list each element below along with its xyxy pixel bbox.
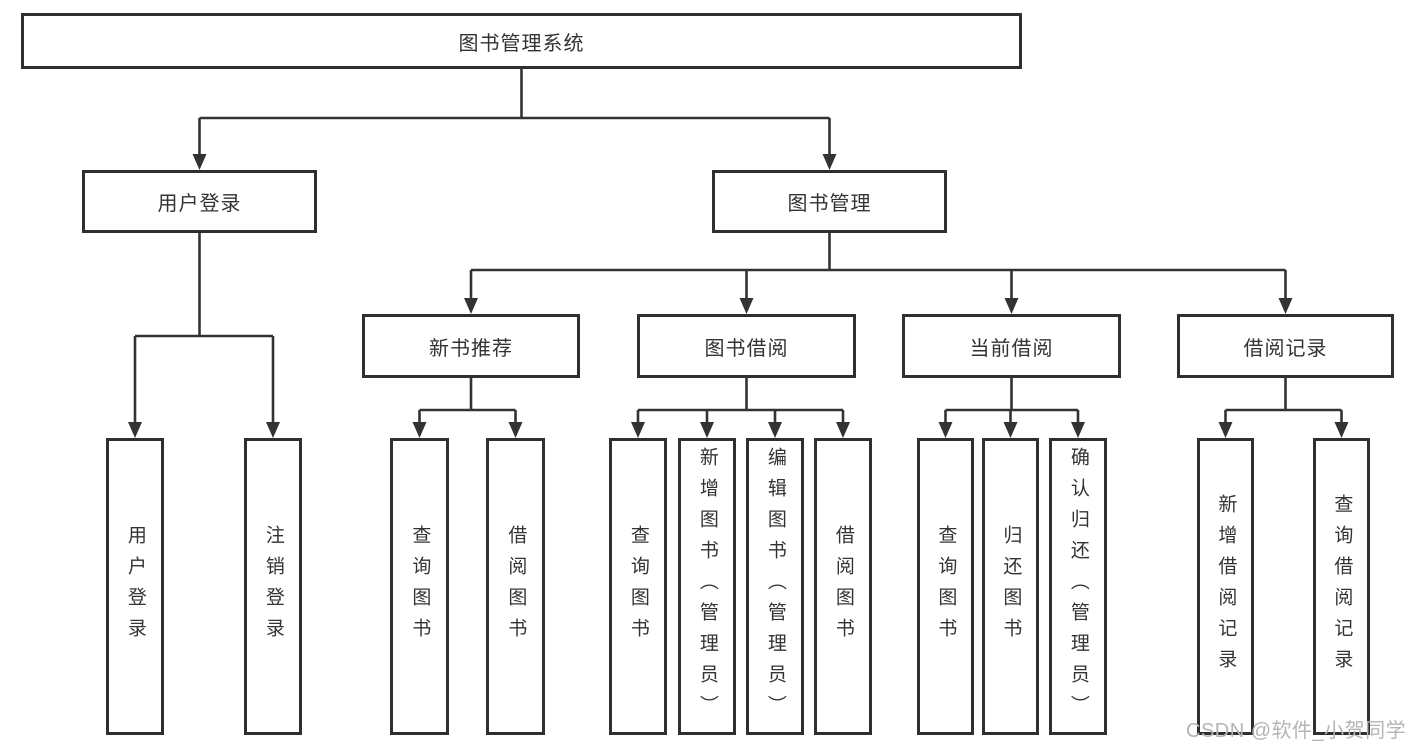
leaf-query-borrow-record-label: 查询借阅记录 bbox=[1331, 493, 1353, 680]
node-borrow-records-label: 借阅记录 bbox=[1243, 337, 1328, 360]
node-current-borrow: 当前借阅 bbox=[902, 314, 1121, 378]
node-book-borrow-label: 图书借阅 bbox=[704, 337, 789, 360]
csdn-watermark: CSDN @软件_小贺同学 bbox=[1186, 720, 1405, 742]
node-borrow-records: 借阅记录 bbox=[1177, 314, 1394, 378]
node-root-label: 图书管理系统 bbox=[458, 32, 585, 55]
node-current-borrow-label: 当前借阅 bbox=[969, 337, 1054, 360]
leaf-return-books-label: 归还图书 bbox=[1000, 524, 1022, 649]
leaf-confirm-return-admin: 确认归还（管理员） bbox=[1049, 438, 1107, 735]
node-book-management-label: 图书管理 bbox=[787, 193, 872, 215]
leaf-edit-books-admin-label: 编辑图书（管理员） bbox=[764, 447, 786, 726]
leaf-confirm-return-admin-label: 确认归还（管理员） bbox=[1067, 447, 1089, 726]
node-user-login: 用户登录 bbox=[82, 170, 317, 233]
leaf-query-books-recommend: 查询图书 bbox=[390, 438, 449, 735]
leaf-borrow-books-recommend-label: 借阅图书 bbox=[505, 524, 527, 649]
node-root: 图书管理系统 bbox=[21, 13, 1022, 69]
leaf-borrow-books-recommend: 借阅图书 bbox=[486, 438, 545, 735]
leaf-logout: 注销登录 bbox=[244, 438, 302, 735]
leaf-add-books-admin: 新增图书（管理员） bbox=[678, 438, 736, 735]
leaf-query-books-current: 查询图书 bbox=[917, 438, 974, 735]
node-new-book-recommend-label: 新书推荐 bbox=[429, 337, 513, 360]
leaf-user-login: 用户登录 bbox=[106, 438, 164, 735]
leaf-return-books: 归还图书 bbox=[982, 438, 1039, 735]
leaf-query-books-recommend-label: 查询图书 bbox=[409, 524, 431, 649]
leaf-borrow-books: 借阅图书 bbox=[814, 438, 872, 735]
leaf-query-books-borrow-label: 查询图书 bbox=[627, 524, 649, 649]
leaf-query-books-borrow: 查询图书 bbox=[609, 438, 667, 735]
leaf-query-borrow-record: 查询借阅记录 bbox=[1313, 438, 1370, 735]
leaf-add-borrow-record-label: 新增借阅记录 bbox=[1215, 493, 1237, 680]
node-book-borrow: 图书借阅 bbox=[637, 314, 856, 378]
leaf-add-borrow-record: 新增借阅记录 bbox=[1197, 438, 1254, 735]
leaf-query-books-current-label: 查询图书 bbox=[935, 524, 957, 649]
node-new-book-recommend: 新书推荐 bbox=[362, 314, 580, 378]
leaf-logout-label: 注销登录 bbox=[262, 524, 284, 649]
leaf-add-books-admin-label: 新增图书（管理员） bbox=[696, 447, 718, 726]
leaf-edit-books-admin: 编辑图书（管理员） bbox=[746, 438, 804, 735]
leaf-user-login-label: 用户登录 bbox=[124, 524, 146, 649]
leaf-borrow-books-label: 借阅图书 bbox=[832, 524, 854, 649]
node-user-login-label: 用户登录 bbox=[157, 193, 242, 215]
node-book-management: 图书管理 bbox=[712, 170, 947, 233]
